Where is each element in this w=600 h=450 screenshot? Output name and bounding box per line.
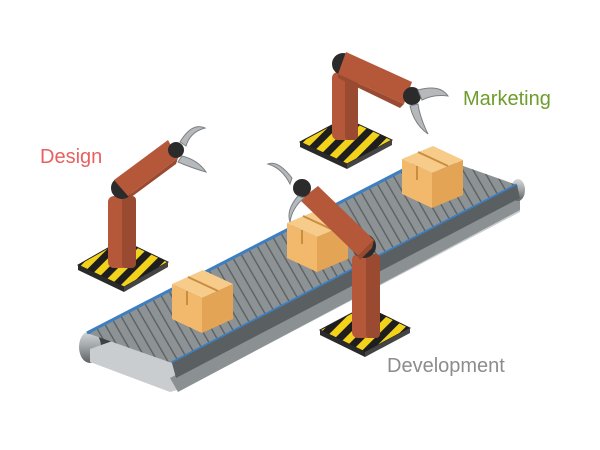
belt-edge-back — [86, 153, 433, 335]
marketing-label: Marketing — [463, 88, 551, 110]
cardboard-box-icon — [402, 146, 463, 208]
development-label: Development — [387, 355, 505, 377]
robot-arm-icon — [266, 162, 380, 338]
robot-arm-icon — [108, 126, 208, 268]
robot-arm-icon — [332, 52, 450, 140]
cardboard-box-icon — [172, 270, 233, 333]
platform-marketing — [298, 117, 394, 169]
design-label: Design — [40, 146, 103, 168]
